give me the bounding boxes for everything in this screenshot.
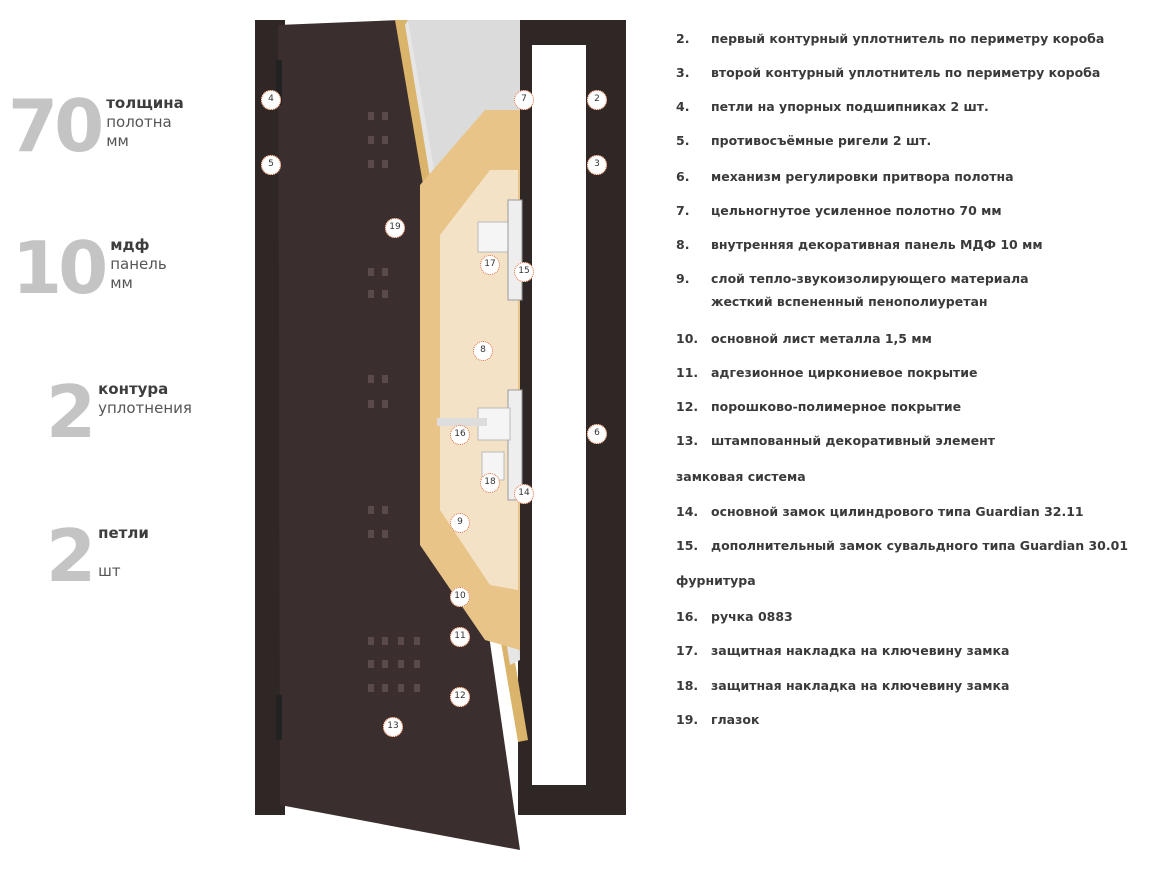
stat-label: петли (98, 524, 149, 542)
legend-item: 13.штампованный декоративный элемент (676, 433, 996, 448)
legend-item: 11.адгезионное циркониевое покрытие (676, 365, 978, 380)
callout-marker: 11 (450, 627, 470, 647)
stat-unit: мм (106, 132, 129, 150)
callout-marker: 6 (587, 424, 607, 444)
legend-item: 18.защитная накладка на ключевину замка (676, 678, 1010, 693)
callout-marker: 16 (450, 425, 470, 445)
stat-unit: шт (98, 562, 121, 580)
stat-value: 70 (8, 84, 104, 168)
legend-item: 10.основной лист металла 1,5 мм (676, 331, 932, 346)
hinge-bottom (276, 695, 282, 740)
legend-section-hardware: фурнитура (676, 573, 756, 588)
legend-item: 8.внутренняя декоративная панель МДФ 10 … (676, 237, 1043, 252)
frame-opening (532, 45, 586, 785)
callout-marker: 12 (450, 687, 470, 707)
stat-unit: мм (110, 274, 133, 292)
stat-value: 2 (46, 514, 96, 598)
lock-plate-top (477, 221, 511, 253)
callout-marker: 4 (261, 90, 281, 110)
legend-item: 14.основной замок цилиндрового типа Guar… (676, 504, 1084, 519)
legend-item: 4.петли на упорных подшипниках 2 шт. (676, 99, 989, 114)
stat-seals: 2 контура уплотнения (46, 376, 192, 448)
stat-label: панель (110, 255, 167, 273)
callout-marker: 13 (383, 717, 403, 737)
stat-label: полотна (106, 113, 172, 131)
callout-marker: 18 (480, 473, 500, 493)
legend-item: 6.механизм регулировки притвора полотна (676, 169, 1014, 184)
handle (437, 418, 487, 426)
callout-marker: 7 (514, 90, 534, 110)
legend-item: 5.противосъёмные ригели 2 шт. (676, 133, 932, 148)
legend-section-lock: замковая система (676, 469, 806, 484)
legend-item: 12.порошково-полимерное покрытие (676, 399, 962, 414)
legend-item: 19.глазок (676, 712, 760, 727)
legend-item: 2.первый контурный уплотнитель по периме… (676, 31, 1105, 46)
legend-item: 15.дополнительный замок сувальдного типа… (676, 538, 1129, 553)
stat-value: 2 (46, 370, 96, 454)
callout-marker: 9 (450, 513, 470, 533)
legend-item: 7.цельногнутое усиленное полотно 70 мм (676, 203, 1002, 218)
decorative-pattern (368, 112, 420, 692)
stat-hinges: 2 петли шт (46, 520, 149, 592)
stat-mdf: 10 мдф панель мм (12, 232, 167, 304)
callout-marker: 3 (587, 155, 607, 175)
legend-item: 17.защитная накладка на ключевину замка (676, 643, 1010, 658)
callout-marker: 15 (514, 262, 534, 282)
stat-label: толщина (106, 94, 184, 112)
stat-label: уплотнения (98, 399, 192, 417)
legend-item: 9.слой тепло-звукоизолирующего материала… (676, 271, 1029, 309)
callout-marker: 19 (385, 218, 405, 238)
stat-thickness: 70 толщина полотна мм (8, 90, 184, 162)
callout-marker: 10 (450, 587, 470, 607)
stat-label: мдф (110, 236, 150, 254)
callout-marker: 8 (473, 341, 493, 361)
lock-body-upper (507, 199, 523, 301)
stat-label: контура (98, 380, 169, 398)
callout-marker: 17 (480, 255, 500, 275)
hinge-top (276, 60, 282, 105)
legend-item: 3.второй контурный уплотнитель по периме… (676, 65, 1101, 80)
callout-marker: 5 (261, 155, 281, 175)
callout-marker: 2 (587, 90, 607, 110)
stat-value: 10 (12, 226, 108, 310)
callout-marker: 14 (514, 484, 534, 504)
legend-item: 16.ручка 0883 (676, 609, 793, 624)
